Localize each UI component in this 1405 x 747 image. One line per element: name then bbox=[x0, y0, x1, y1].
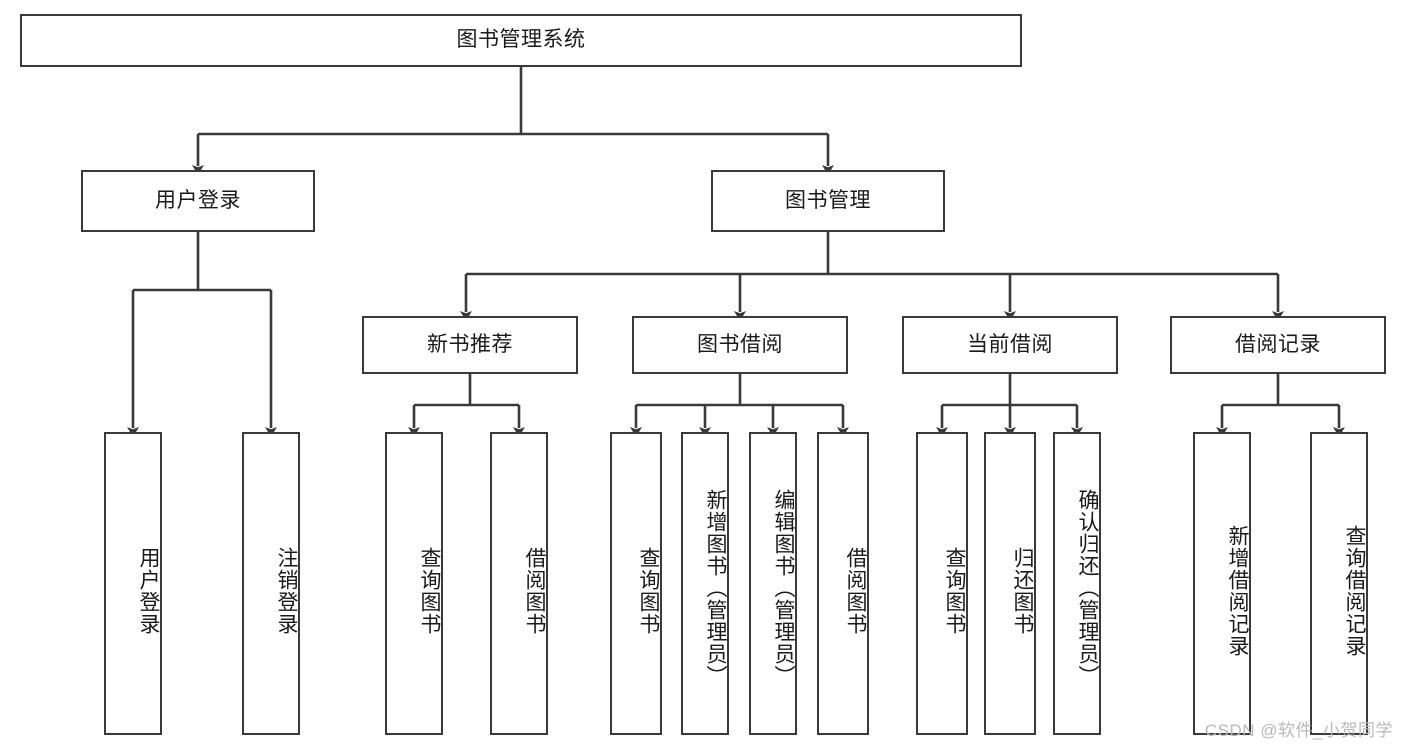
leaf-query-borrow-record[interactable]: 查询借阅记录 bbox=[1310, 432, 1368, 735]
leaf-user-login[interactable]: 用户登录 bbox=[104, 432, 162, 735]
node-label: 图书管理 bbox=[785, 188, 871, 212]
node-label: 当前借阅 bbox=[967, 332, 1053, 356]
node-root-book-management-system[interactable]: 图书管理系统 bbox=[20, 14, 1022, 67]
leaf-return-book[interactable]: 归还图书 bbox=[984, 432, 1036, 735]
leaf-borrow-book-recommend[interactable]: 借阅图书 bbox=[490, 432, 548, 735]
node-label: 查询图书 bbox=[637, 546, 660, 635]
node-label: 新书推荐 bbox=[427, 332, 513, 356]
node-new-book-recommend[interactable]: 新书推荐 bbox=[362, 316, 578, 374]
node-label: 用户登录 bbox=[137, 546, 160, 635]
node-label: 编辑图书（管理员） bbox=[772, 488, 795, 687]
leaf-logout-login[interactable]: 注销登录 bbox=[242, 432, 300, 735]
node-label: 图书管理系统 bbox=[456, 28, 586, 52]
node-label: 用户登录 bbox=[155, 188, 241, 212]
leaf-query-book-recommend[interactable]: 查询图书 bbox=[385, 432, 443, 735]
node-label: 查询图书 bbox=[943, 546, 966, 635]
node-label: 图书借阅 bbox=[697, 332, 783, 356]
node-label: 注销登录 bbox=[275, 546, 298, 635]
leaf-borrow-book[interactable]: 借阅图书 bbox=[817, 432, 869, 735]
leaf-confirm-return-admin[interactable]: 确认归还（管理员） bbox=[1053, 432, 1101, 735]
node-label: 借阅记录 bbox=[1235, 332, 1321, 356]
node-label: 借阅图书 bbox=[844, 546, 867, 635]
node-label: 查询图书 bbox=[418, 546, 441, 635]
node-book-management[interactable]: 图书管理 bbox=[711, 170, 945, 232]
node-book-borrow[interactable]: 图书借阅 bbox=[632, 316, 848, 374]
node-label: 归还图书 bbox=[1011, 546, 1034, 635]
node-borrow-record[interactable]: 借阅记录 bbox=[1170, 316, 1386, 374]
node-user-login[interactable]: 用户登录 bbox=[81, 170, 315, 232]
node-label: 新增图书（管理员） bbox=[704, 488, 727, 687]
leaf-add-book-admin[interactable]: 新增图书（管理员） bbox=[681, 432, 729, 735]
leaf-query-book-current[interactable]: 查询图书 bbox=[916, 432, 968, 735]
leaf-query-book-borrow[interactable]: 查询图书 bbox=[610, 432, 662, 735]
leaf-edit-book-admin[interactable]: 编辑图书（管理员） bbox=[749, 432, 797, 735]
leaf-add-borrow-record[interactable]: 新增借阅记录 bbox=[1193, 432, 1251, 735]
node-label: 查询借阅记录 bbox=[1343, 524, 1366, 657]
node-label: 新增借阅记录 bbox=[1226, 524, 1249, 657]
node-label: 确认归还（管理员） bbox=[1076, 488, 1099, 687]
node-current-borrow[interactable]: 当前借阅 bbox=[902, 316, 1118, 374]
node-label: 借阅图书 bbox=[523, 546, 546, 635]
csdn-watermark: CSDN @软件_小贺同学 bbox=[1204, 721, 1393, 740]
